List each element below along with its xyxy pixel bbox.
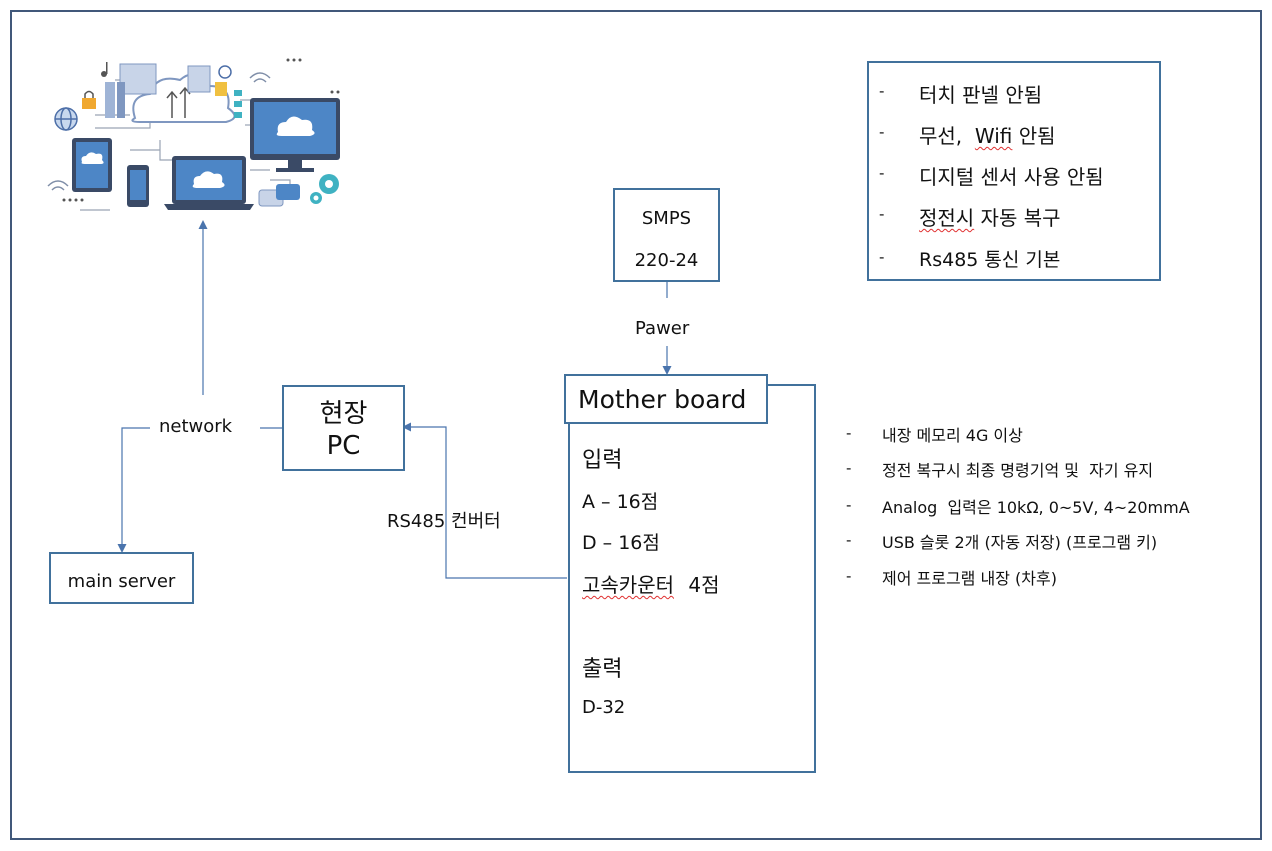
main-server-box: main server	[49, 552, 194, 604]
field-pc-box: 현장 PC	[282, 385, 405, 471]
counter-count: 4점	[688, 573, 720, 597]
note-text-wifi: Wifi	[974, 124, 1013, 148]
field-pc-line1: 현장	[319, 399, 368, 429]
output-item-d32: D-32	[582, 697, 626, 718]
spec-text: 정전 복구시 최종 명령기억 및 자기 유지	[882, 461, 1154, 480]
note-text-part: 자동 복구	[974, 206, 1061, 230]
spec-bullet: -	[846, 531, 852, 549]
note-bullet: -	[879, 205, 885, 223]
spec-bullet: -	[846, 424, 852, 442]
spec-text: 내장 메모리 4G 이상	[882, 426, 1023, 445]
mother-board-title: Mother board	[578, 385, 747, 414]
smps-box: SMPS 220-24	[613, 188, 720, 282]
note-bullet: -	[879, 123, 885, 141]
network-label: network	[159, 416, 233, 437]
output-header: 출력	[582, 657, 623, 682]
input-item-d: D – 16점	[582, 532, 660, 554]
note-text: 디지털 센서 사용 안됨	[919, 165, 1104, 189]
note-text: Rs485 통신 기본	[919, 249, 1061, 271]
arrow-to-main-server	[117, 427, 150, 553]
notes-box: - 터치 판넬 안됨 - 무선, Wifi 안됨 - 디지털 센서 사용 안됨 …	[867, 61, 1161, 281]
note-bullet: -	[879, 248, 885, 266]
power-label: Pawer	[635, 318, 690, 339]
smps-line1: SMPS	[641, 208, 692, 229]
note-text-part: 무선,	[919, 124, 975, 148]
note-text-part: 안됨	[1012, 124, 1056, 148]
rs485-converter-label: RS485 컨버터	[387, 511, 501, 532]
note-text: 정전시 자동 복구	[919, 202, 1061, 231]
smps-line2: 220-24	[634, 250, 699, 271]
main-server-label: main server	[67, 571, 176, 592]
note-text: 터치 판넬 안됨	[919, 83, 1043, 107]
spec-text: Analog 입력은 10kΩ, 0~5V, 4~20mmA	[882, 498, 1190, 517]
spec-text: USB 슬롯 2개 (자동 저장) (프로그램 키)	[882, 533, 1158, 552]
counter-label: 고속카운터	[582, 573, 674, 597]
input-item-a: A – 16점	[582, 491, 659, 513]
field-pc-line2: PC	[326, 431, 361, 461]
spec-bullet: -	[846, 459, 852, 477]
spec-bullet: -	[846, 567, 852, 585]
input-header: 입력	[582, 448, 623, 473]
high-speed-counter: 고속카운터 4점	[582, 569, 719, 598]
note-text: 무선, Wifi 안됨	[919, 120, 1056, 149]
note-bullet: -	[879, 82, 885, 100]
mother-board-box: 입력 A – 16점 D – 16점 고속카운터 4점 출력 D-32	[568, 384, 816, 773]
note-text-part: 정전시	[919, 206, 975, 230]
diagram-frame	[10, 10, 1262, 840]
note-bullet: -	[879, 164, 885, 182]
spec-bullet: -	[846, 496, 852, 514]
arrow-rs485-to-pc	[402, 422, 567, 579]
spec-text: 제어 프로그램 내장 (차후)	[882, 569, 1057, 588]
mother-board-title-box: Mother board	[564, 374, 768, 424]
